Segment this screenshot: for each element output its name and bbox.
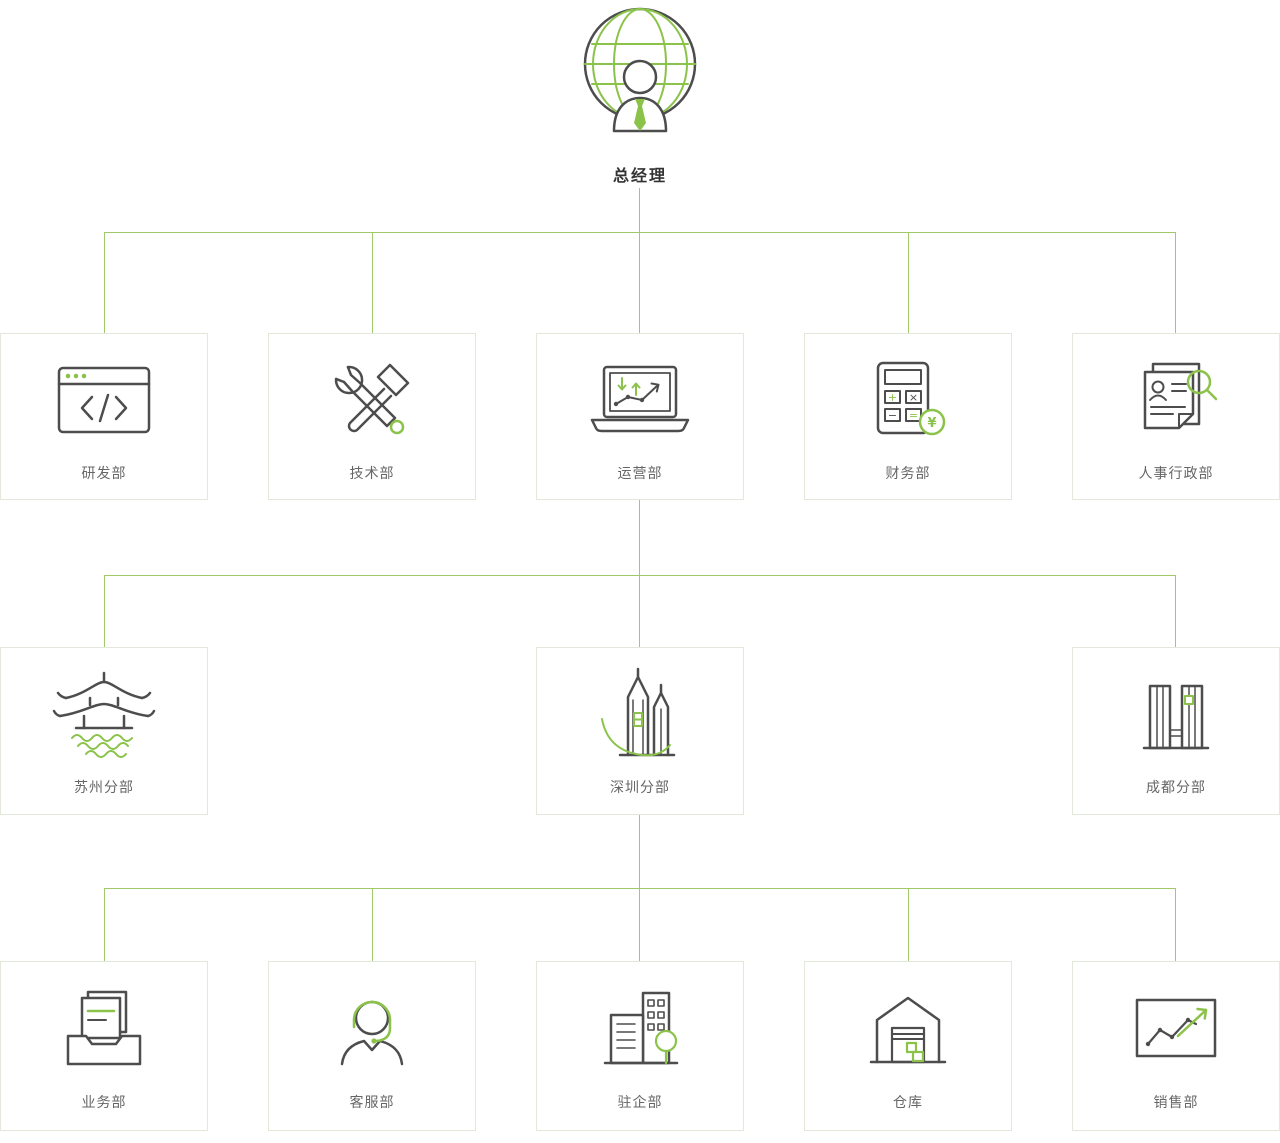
resume-search-icon bbox=[1131, 352, 1221, 448]
node-label: 运营部 bbox=[617, 464, 663, 481]
calculator-icon: + × − = ¥ bbox=[869, 352, 947, 448]
connector-line bbox=[639, 888, 640, 961]
org-node-rd-department[interactable]: 研发部 bbox=[0, 333, 208, 500]
connector-line bbox=[104, 888, 105, 961]
buildings-tree-icon bbox=[595, 981, 685, 1077]
node-label: 销售部 bbox=[1153, 1094, 1199, 1110]
support-agent-icon bbox=[332, 981, 412, 1077]
org-node-warehouse[interactable]: 仓库 bbox=[804, 961, 1012, 1131]
connector-line bbox=[1175, 575, 1176, 647]
org-node-chengdu-branch[interactable]: 成都分部 bbox=[1072, 647, 1280, 815]
org-node-tech-department[interactable]: 技术部 bbox=[268, 333, 476, 500]
connector-line bbox=[372, 232, 373, 333]
connector-line bbox=[1175, 232, 1176, 333]
root-node-label: 总经理 bbox=[612, 168, 667, 185]
org-node-hr-admin-department[interactable]: 人事行政部 bbox=[1072, 333, 1280, 500]
node-label: 仓库 bbox=[893, 1094, 923, 1110]
tools-icon bbox=[328, 352, 416, 448]
line-chart-icon bbox=[1132, 981, 1220, 1077]
connector-line bbox=[104, 575, 105, 647]
connector-line bbox=[104, 232, 1176, 233]
node-label: 深圳分部 bbox=[610, 779, 670, 795]
node-label: 客服部 bbox=[349, 1094, 395, 1110]
laptop-chart-icon bbox=[588, 352, 692, 448]
skyscraper-icon bbox=[596, 666, 684, 762]
org-node-customer-service-department[interactable]: 客服部 bbox=[268, 961, 476, 1131]
connector-line bbox=[639, 500, 640, 576]
org-node-business-department[interactable]: 业务部 bbox=[0, 961, 208, 1131]
node-label: 人事行政部 bbox=[1138, 464, 1214, 481]
connector-line bbox=[104, 888, 1176, 889]
connector-line bbox=[1175, 888, 1176, 961]
node-label: 业务部 bbox=[81, 1094, 127, 1110]
connector-line bbox=[639, 815, 640, 889]
org-node-operations-department[interactable]: 运营部 bbox=[536, 333, 744, 500]
org-node-finance-department[interactable]: + × − = ¥ 财务部 bbox=[804, 333, 1012, 500]
node-label: 苏州分部 bbox=[74, 779, 134, 795]
org-node-sales-department[interactable]: 销售部 bbox=[1072, 961, 1280, 1131]
connector-line bbox=[104, 575, 1176, 576]
calc-plus-symbol: + bbox=[888, 391, 897, 404]
globe-manager-icon bbox=[578, 4, 702, 138]
org-node-general-manager[interactable]: 总经理 bbox=[540, 4, 740, 186]
pavilion-water-icon bbox=[52, 666, 156, 762]
calc-minus-symbol: − bbox=[888, 409, 897, 422]
node-label: 研发部 bbox=[81, 464, 127, 481]
warehouse-icon bbox=[867, 981, 949, 1077]
org-node-resident-enterprise-department[interactable]: 驻企部 bbox=[536, 961, 744, 1131]
connector-line bbox=[639, 188, 640, 232]
calc-equals-symbol: = bbox=[909, 409, 918, 422]
connector-line bbox=[639, 575, 640, 647]
yuan-symbol: ¥ bbox=[927, 416, 936, 431]
node-label: 驻企部 bbox=[617, 1094, 663, 1110]
calc-multiply-symbol: × bbox=[909, 391, 918, 404]
code-browser-icon bbox=[56, 352, 152, 448]
node-label: 成都分部 bbox=[1146, 779, 1206, 795]
node-label: 技术部 bbox=[349, 464, 395, 481]
node-label: 财务部 bbox=[885, 464, 931, 481]
connector-line bbox=[908, 232, 909, 333]
connector-line bbox=[104, 232, 105, 333]
org-node-suzhou-branch[interactable]: 苏州分部 bbox=[0, 647, 208, 815]
documents-tray-icon bbox=[58, 981, 150, 1077]
connector-line bbox=[908, 888, 909, 961]
twin-towers-icon bbox=[1138, 666, 1214, 762]
org-node-shenzhen-branch[interactable]: 深圳分部 bbox=[536, 647, 744, 815]
connector-line bbox=[639, 232, 640, 333]
connector-line bbox=[372, 888, 373, 961]
